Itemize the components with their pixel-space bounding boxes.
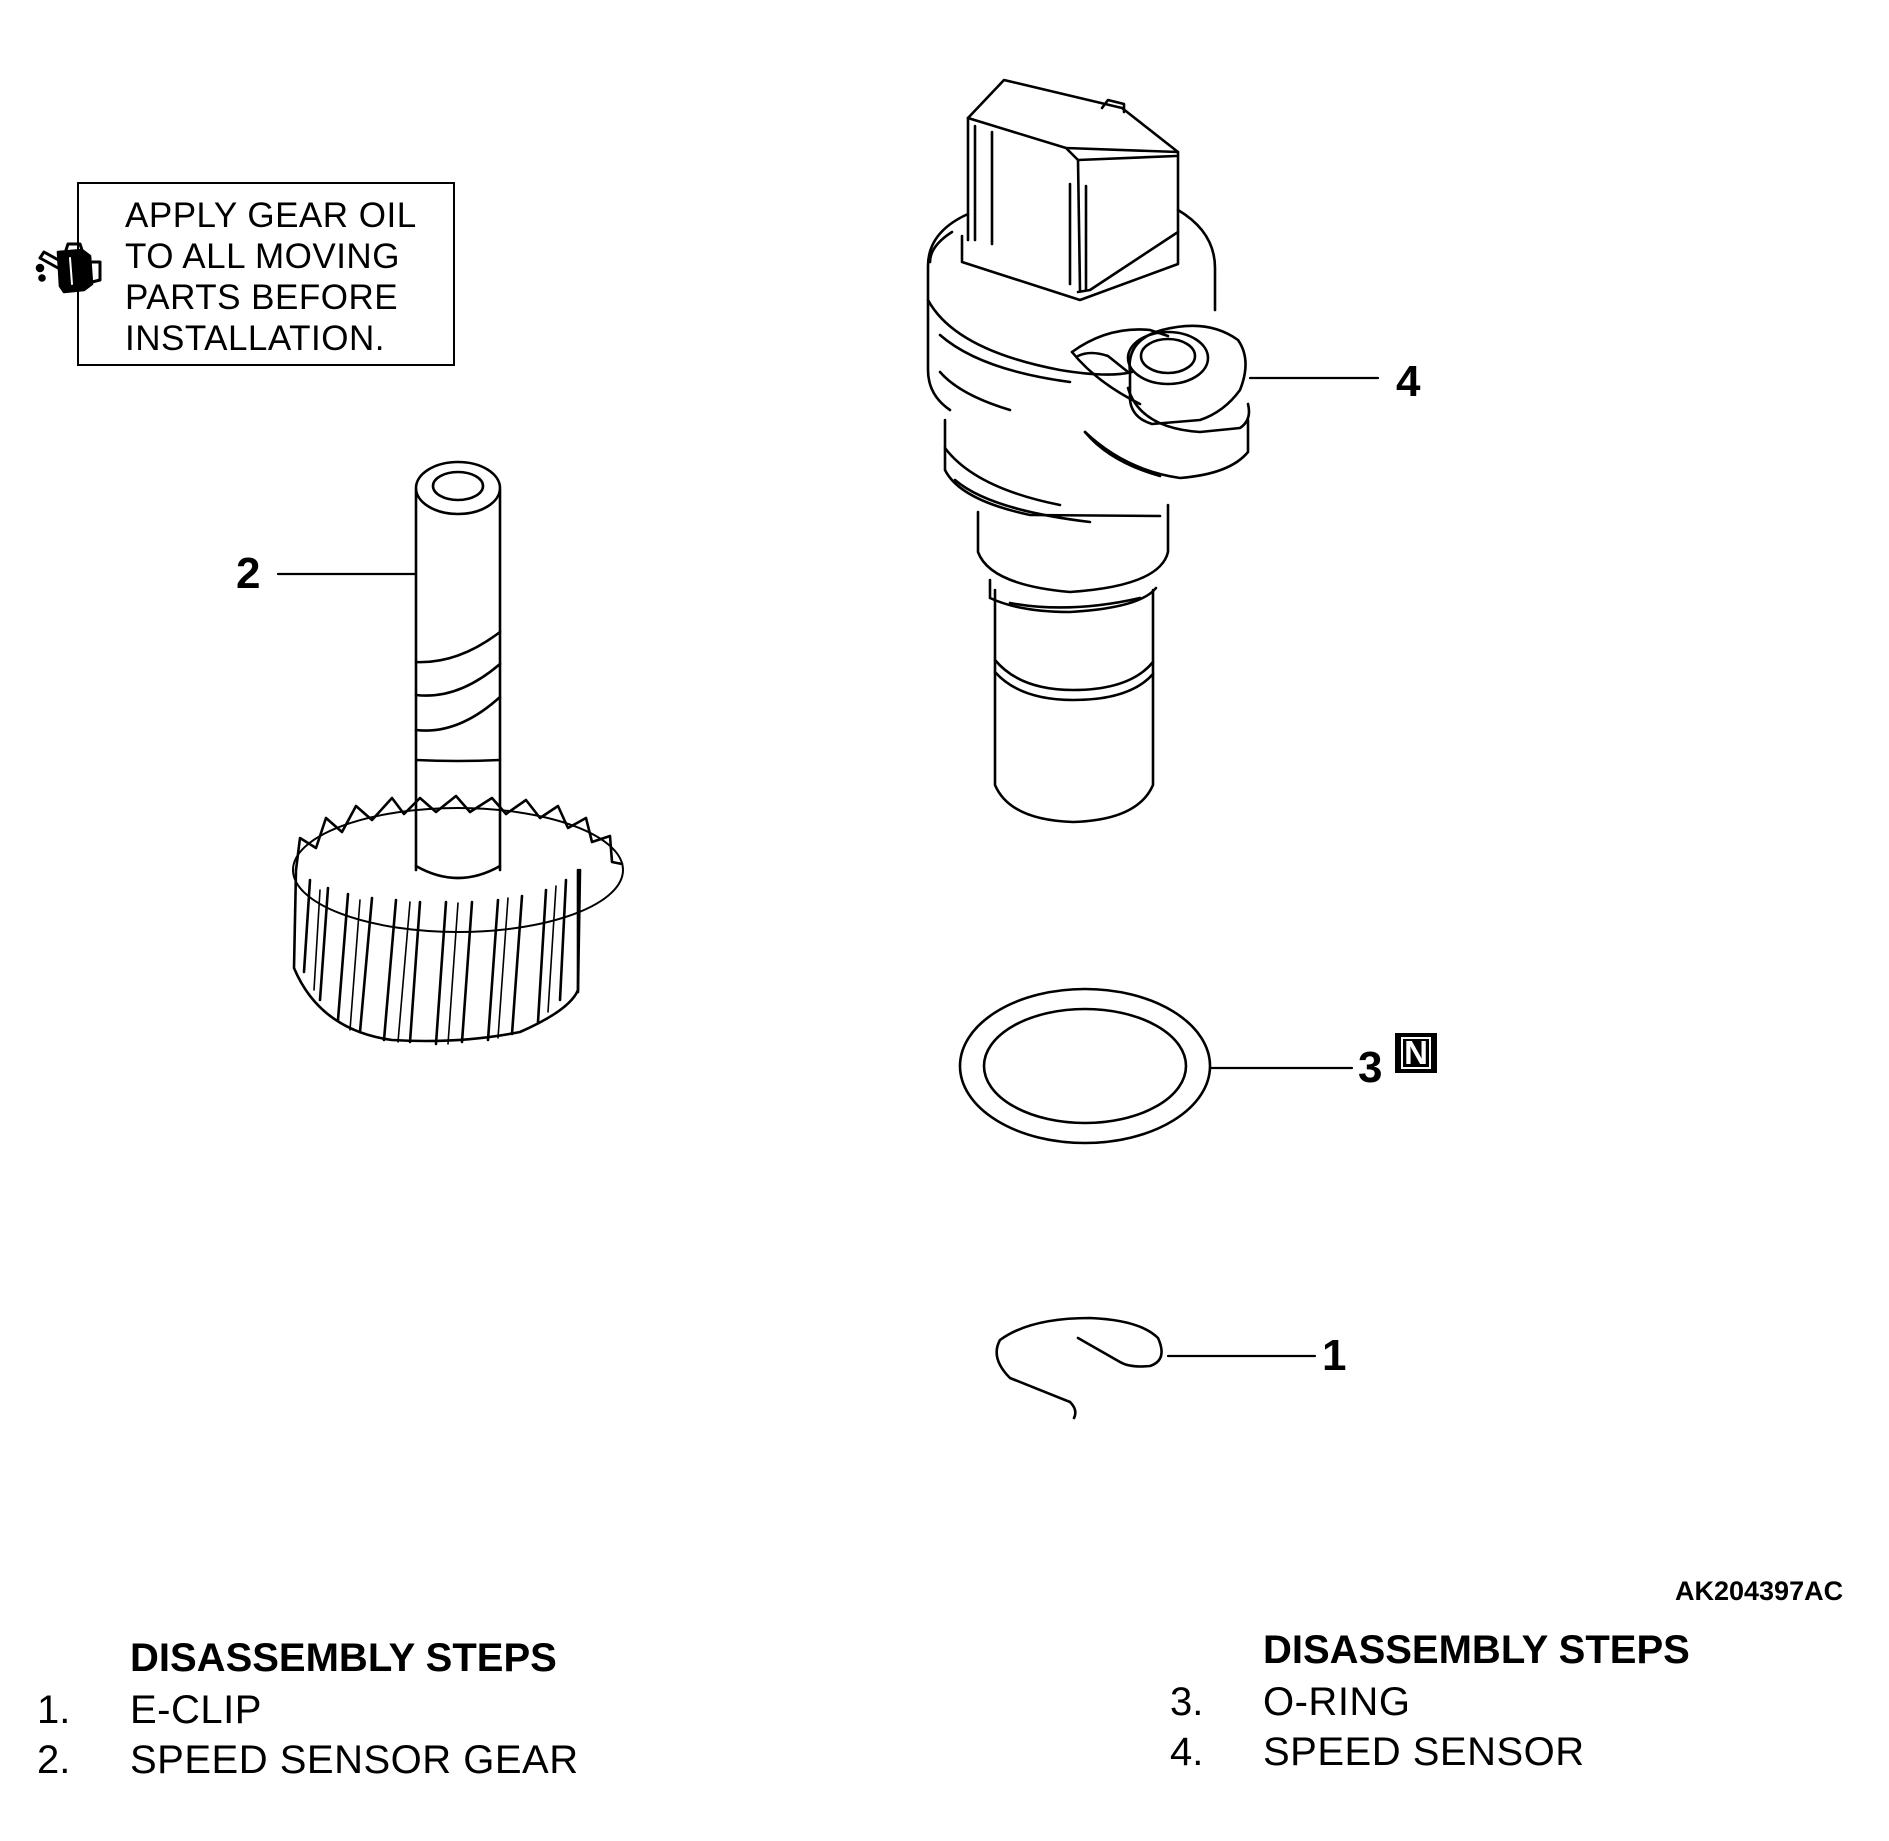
callout-speed-sensor: 4 [1396, 357, 1421, 406]
figure-code: AK204397AC [1675, 1576, 1844, 1606]
step-number: 1. [37, 1688, 71, 1732]
note-line-1: APPLY GEAR OIL [125, 196, 417, 235]
step-label: O-RING [1263, 1680, 1411, 1724]
callout-e-clip: 1 [1322, 1331, 1347, 1380]
e-clip-drawing [995, 1316, 1163, 1420]
speed-sensor-drawing [926, 78, 1251, 824]
note-line-3: PARTS BEFORE [125, 278, 399, 317]
steps-left-title: DISASSEMBLY STEPS [130, 1636, 557, 1680]
step-number: 2. [37, 1738, 71, 1782]
callout-speed-sensor-gear: 2 [236, 549, 261, 598]
note-line-2: TO ALL MOVING [125, 237, 400, 276]
o-ring-drawing [958, 987, 1212, 1145]
new-part-badge: N [1395, 1033, 1437, 1073]
speed-sensor-gear-drawing [292, 460, 624, 1046]
steps-right-title: DISASSEMBLY STEPS [1263, 1628, 1690, 1672]
note-line-4: INSTALLATION. [125, 319, 385, 358]
step-label: SPEED SENSOR GEAR [130, 1738, 579, 1782]
new-part-badge-label: N [1401, 1036, 1431, 1069]
oil-can-icon [35, 242, 102, 294]
step-number: 4. [1170, 1730, 1204, 1774]
step-number: 3. [1170, 1680, 1204, 1724]
note-box [77, 182, 455, 366]
callout-o-ring: 3 [1358, 1043, 1383, 1092]
step-label: SPEED SENSOR [1263, 1730, 1585, 1774]
step-label: E-CLIP [130, 1688, 262, 1732]
